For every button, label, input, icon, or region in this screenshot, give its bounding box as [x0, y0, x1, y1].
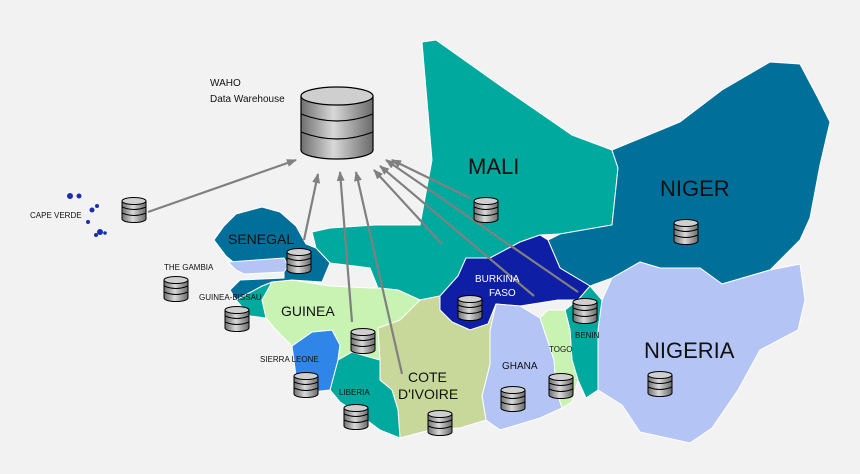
label-cote-divoire-line2: D'IVOIRE: [398, 386, 458, 402]
label-senegal: SENEGAL: [228, 231, 294, 247]
database-icon-nigeria: [647, 371, 673, 397]
arrow-burkina-faso: [373, 169, 443, 245]
database-icon-guinea: [350, 328, 376, 354]
database-icon-ghana: [500, 386, 526, 412]
database-icon-guinea-bissau: [224, 306, 250, 332]
the-gambia-region: [226, 257, 289, 275]
database-icon-the-gambia: [163, 276, 189, 302]
arrow-senegal: [302, 173, 321, 241]
database-icon-liberia: [343, 404, 369, 430]
label-liberia: LIBERIA: [339, 388, 370, 397]
warehouse-label-line2: Data Warehouse: [210, 94, 285, 105]
arrow-cape-verde: [147, 158, 297, 214]
database-icon-burkina-faso: [457, 295, 483, 321]
label-benin: BENIN: [575, 331, 600, 340]
label-burkina-faso-line1: BURKINA: [475, 274, 520, 285]
database-icon-benin: [572, 298, 598, 324]
label-guinea-bissau: GUINEA-BISSAU: [199, 293, 262, 302]
warehouse-label-line1: WAHO: [210, 78, 241, 89]
data-flow-arrows: [147, 158, 579, 375]
database-icon-mali: [473, 197, 499, 223]
label-guinea: GUINEA: [281, 303, 335, 319]
cape-verde-islands: [67, 193, 107, 237]
database-icon-cape-verde: [121, 197, 147, 223]
label-cape-verde: CAPE VERDE: [30, 211, 82, 220]
arrow-cote-divoire: [354, 171, 404, 375]
label-the-gambia: THE GAMBIA: [164, 263, 214, 272]
arrow-mali: [391, 159, 471, 199]
database-icon-senegal: [286, 248, 312, 274]
database-icon-sierra-leone: [293, 372, 319, 398]
arrow-guinea: [336, 171, 354, 323]
label-togo: TOGO: [549, 345, 572, 354]
label-sierra-leone: SIERRA LEONE: [260, 355, 319, 364]
arrow-benin: [385, 159, 579, 293]
guinea-region: [261, 279, 421, 361]
label-cote-divoire-line1: COTE: [408, 369, 447, 385]
database-icon-togo: [548, 373, 574, 399]
label-nigeria: NIGERIA: [644, 338, 735, 363]
data-warehouse-icon: [300, 86, 374, 160]
label-mali: MALI: [468, 154, 519, 179]
database-icon-niger: [673, 219, 699, 245]
label-ghana: GHANA: [502, 361, 538, 372]
database-icon-cote-divoire: [427, 410, 453, 436]
label-niger: NIGER: [660, 176, 730, 201]
arrow-ghana: [379, 165, 535, 297]
label-burkina-faso-line2: FASO: [489, 288, 516, 299]
